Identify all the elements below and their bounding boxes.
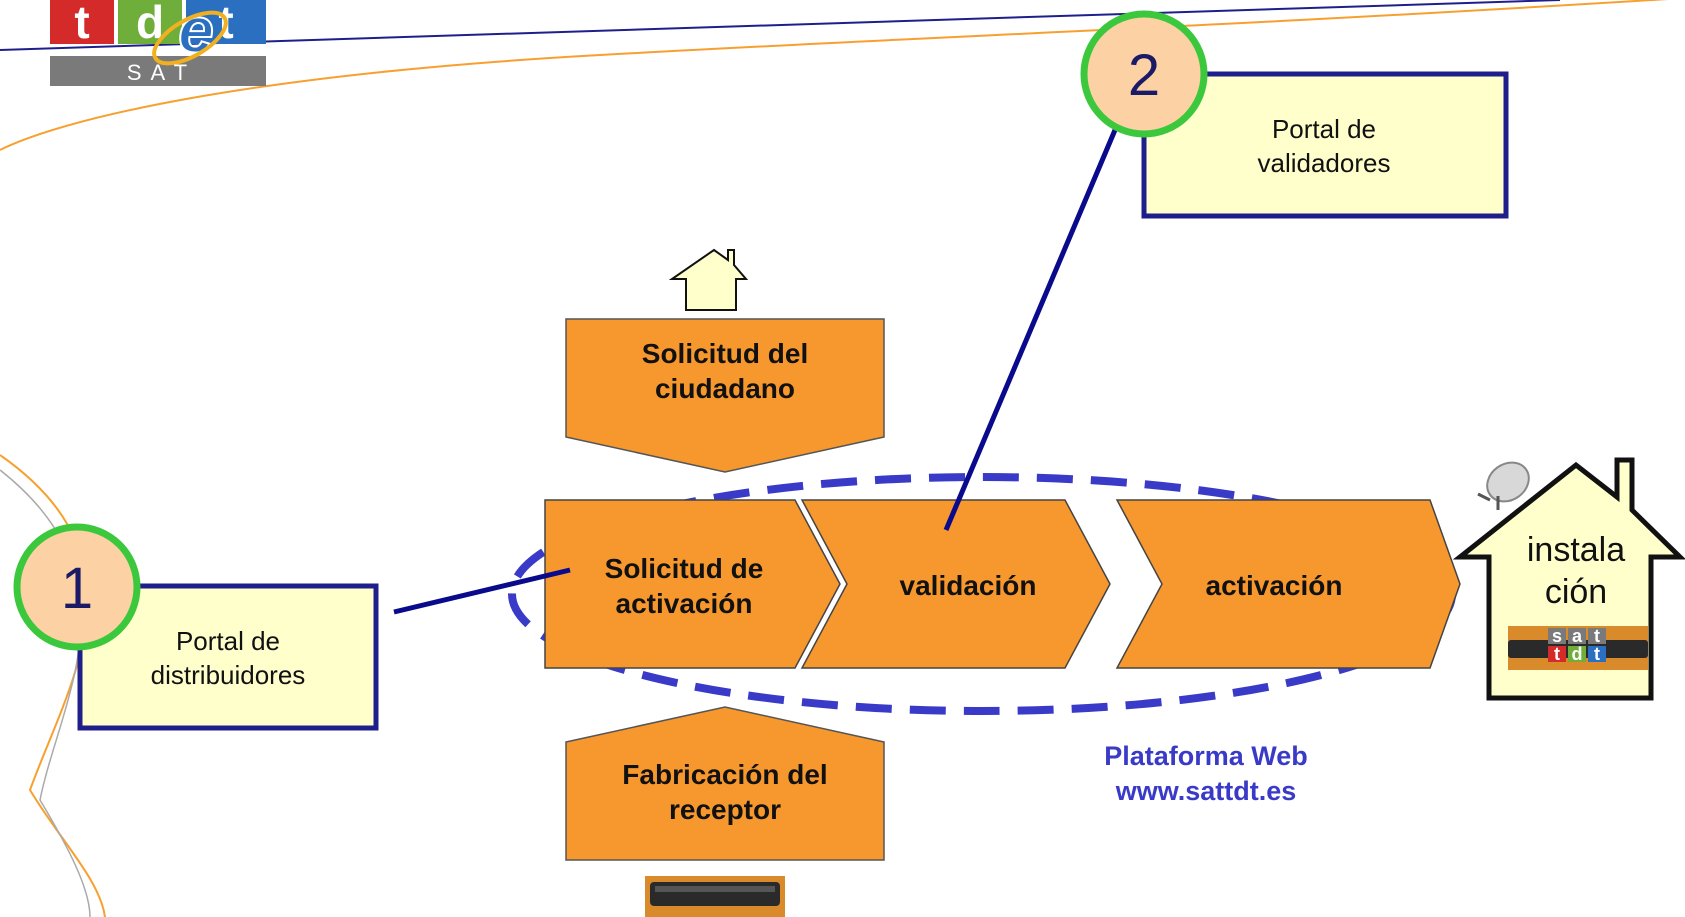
device-letter-a: a bbox=[1572, 626, 1583, 646]
tdt-sat-logo: t d t e S A T bbox=[50, 0, 266, 86]
device-letter-t2: t bbox=[1554, 644, 1560, 664]
step-request-activation bbox=[544, 499, 841, 669]
step-activation-label: activación bbox=[1206, 570, 1343, 601]
connector-validators-to-validation bbox=[943, 129, 1118, 531]
logo-swoosh bbox=[152, 10, 228, 66]
process-chevrons: Solicitud de activación validación activ… bbox=[544, 499, 1461, 669]
portal-distributors-line1: Portal de bbox=[176, 626, 280, 656]
home-icon bbox=[668, 248, 749, 311]
portal-distributors-line2: distribuidores bbox=[151, 660, 306, 690]
step-number-1-circle bbox=[13, 523, 141, 651]
platform-url: www.sattdt.es bbox=[1115, 776, 1297, 806]
step-number-2: 2 bbox=[1128, 43, 1160, 108]
step-validation bbox=[800, 499, 1111, 669]
citizen-request-line2: ciudadano bbox=[655, 373, 795, 404]
installation-line1: instala bbox=[1527, 531, 1625, 569]
receiver-manufacturing-line1: Fabricación del bbox=[622, 759, 827, 790]
installation-line2: ción bbox=[1545, 573, 1607, 611]
logo-subtext: S A T bbox=[127, 60, 189, 85]
logo-block-t bbox=[50, 0, 114, 44]
logo-letter-t: t bbox=[74, 0, 89, 48]
citizen-request-line1: Solicitud del bbox=[642, 338, 808, 369]
logo-block-d bbox=[118, 0, 182, 44]
sattdt-receiver-icon: s a t t d t bbox=[1508, 626, 1648, 670]
portal-validators-line2: validadores bbox=[1258, 148, 1391, 178]
step-request-activation-line2: activación bbox=[616, 588, 753, 619]
input-citizen-request: Solicitud del ciudadano bbox=[565, 318, 885, 473]
device-letter-t: t bbox=[1594, 626, 1600, 646]
device-letter-s: s bbox=[1552, 626, 1562, 646]
receiver-manufacturing-line2: receptor bbox=[669, 794, 781, 825]
device-letter-t3: t bbox=[1594, 644, 1600, 664]
connector-lines bbox=[393, 129, 1118, 615]
platform-name: Plataforma Web bbox=[1104, 741, 1308, 771]
connector-distributors-to-request bbox=[393, 567, 571, 615]
satellite-dish-icon bbox=[1477, 461, 1530, 510]
portal-distributors: Portal de distribuidores 1 bbox=[13, 523, 379, 731]
step-request-activation-line1: Solicitud de bbox=[605, 553, 764, 584]
portal-validators-line1: Portal de bbox=[1272, 114, 1376, 144]
step-activation bbox=[1115, 499, 1461, 669]
installation-house: instala ción s a t t d t bbox=[1452, 457, 1685, 701]
platform-web-label: Plataforma Web www.sattdt.es bbox=[1104, 741, 1308, 806]
step-number-2-circle bbox=[1080, 10, 1208, 138]
portal-validators: Portal de validadores 2 bbox=[1080, 10, 1509, 219]
step-validation-label: validación bbox=[900, 570, 1037, 601]
input-receiver-manufacturing: Fabricación del receptor bbox=[565, 706, 885, 861]
device-letter-d: d bbox=[1572, 644, 1583, 664]
step-number-1: 1 bbox=[61, 556, 93, 621]
receiver-device-icon bbox=[645, 876, 785, 917]
